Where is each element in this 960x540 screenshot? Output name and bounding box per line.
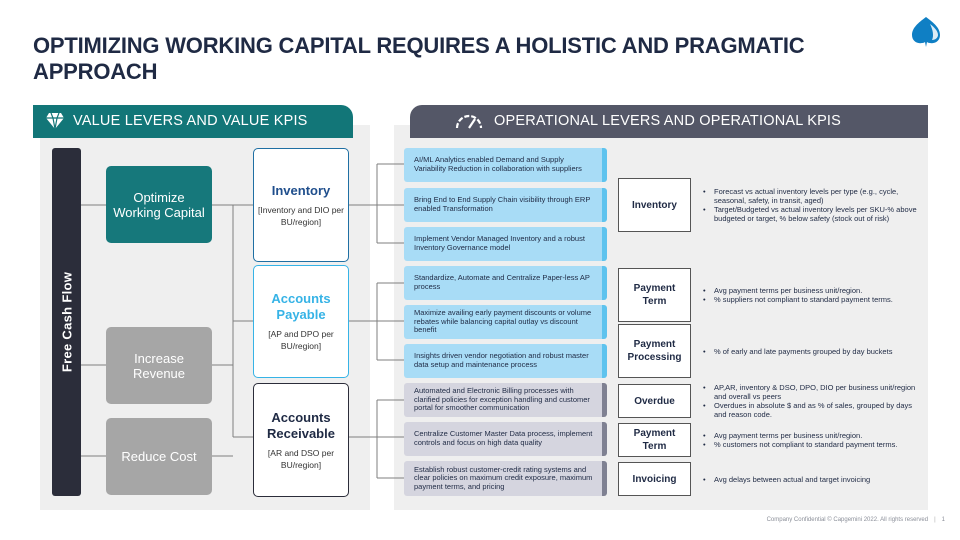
op-kpis-payment-processing: % of early and late payments grouped by … <box>700 324 922 378</box>
free-cash-flow-bar: Free Cash Flow <box>52 148 81 496</box>
kpi-bullet: Target/Budgeted vs actual inventory leve… <box>700 205 922 223</box>
op-kpis-inventory: Forecast vs actual inventory levels per … <box>700 178 922 232</box>
kpi-accounts-receivable-title: Accounts Receivable <box>267 409 335 441</box>
kpi-accounts-payable-subtitle: [AP and DPO per BU/region] <box>268 329 334 351</box>
op-lever-ap-process: Standardize, Automate and Centralize Pap… <box>404 266 607 300</box>
op-category-payment-term: Payment Term <box>618 268 691 322</box>
diamond-icon <box>45 112 65 135</box>
lever-optimize-working-capital: Optimize Working Capital <box>106 166 212 243</box>
op-lever-vendor-negotiation: Insights driven vendor negotiation and r… <box>404 344 607 378</box>
kpi-accounts-payable-title: Accounts Payable <box>271 291 331 322</box>
op-kpis-payment-term: Avg payment terms per business unit/regi… <box>700 268 922 322</box>
op-kpis-payment-term-receivable: Avg payment terms per business unit/regi… <box>700 423 922 457</box>
operational-levers-header: OPERATIONAL LEVERS AND OPERATIONAL KPIS <box>410 105 928 138</box>
op-lever-credit-rating: Establish robust customer-credit rating … <box>404 461 607 496</box>
footer-copyright: Company Confidential © Capgemini 2022. A… <box>766 517 929 523</box>
kpi-accounts-receivable: Accounts Receivable [AR and DSO per BU/r… <box>253 383 349 497</box>
kpi-bullet: AP,AR, inventory & DSO, DPO, DIO per bus… <box>700 383 922 401</box>
op-category-overdue: Overdue <box>618 384 691 418</box>
op-category-invoicing: Invoicing <box>618 462 691 496</box>
kpi-bullet: Avg delays between actual and target inv… <box>700 475 922 484</box>
kpi-inventory: Inventory [Inventory and DIO per BU/regi… <box>253 148 349 262</box>
kpi-bullet: Overdues in absolute $ and as % of sales… <box>700 401 922 419</box>
kpi-bullet: % customers not compliant to standard pa… <box>700 440 922 449</box>
op-category-inventory: Inventory <box>618 178 691 232</box>
op-category-payment-term-receivable: Payment Term <box>618 423 691 457</box>
lever-increase-revenue: Increase Revenue <box>106 327 212 404</box>
lever-reduce-cost: Reduce Cost <box>106 418 212 495</box>
op-lever-supply-chain-visibility: Bring End to End Supply Chain visibility… <box>404 188 607 222</box>
value-levers-header-label: VALUE LEVERS AND VALUE KPIS <box>73 113 308 129</box>
op-lever-early-payment: Maximize availing early payment discount… <box>404 305 607 339</box>
op-lever-demand-supply: AI/ML Analytics enabled Demand and Suppl… <box>404 148 607 182</box>
page-number: 1 <box>941 517 945 523</box>
kpi-bullet: Avg payment terms per business unit/regi… <box>700 431 922 440</box>
gauge-icon <box>454 111 484 136</box>
op-category-payment-processing: Payment Processing <box>618 324 691 378</box>
kpi-inventory-subtitle: [Inventory and DIO per BU/region] <box>258 204 344 227</box>
op-lever-electronic-billing: Automated and Electronic Billing process… <box>404 383 607 417</box>
kpi-accounts-receivable-subtitle: [AR and DSO per BU/region] <box>267 447 335 470</box>
kpi-inventory-title: Inventory <box>271 182 331 198</box>
kpi-accounts-payable: Accounts Payable [AP and DPO per BU/regi… <box>253 265 349 378</box>
free-cash-flow-label: Free Cash Flow <box>59 271 74 373</box>
kpi-bullet: Forecast vs actual inventory levels per … <box>700 187 922 205</box>
footer: Company Confidential © Capgemini 2022. A… <box>766 517 945 523</box>
page-title: OPTIMIZING WORKING CAPITAL REQUIRES A HO… <box>33 33 805 84</box>
op-kpis-invoicing: Avg delays between actual and target inv… <box>700 462 922 496</box>
op-lever-customer-master-data: Centralize Customer Master Data process,… <box>404 422 607 456</box>
operational-levers-header-label: OPERATIONAL LEVERS AND OPERATIONAL KPIS <box>494 113 842 129</box>
kpi-bullet: % suppliers not compliant to standard pa… <box>700 295 922 304</box>
kpi-bullet: Avg payment terms per business unit/regi… <box>700 286 922 295</box>
value-levers-header: VALUE LEVERS AND VALUE KPIS <box>33 105 353 138</box>
op-kpis-overdue: AP,AR, inventory & DSO, DPO, DIO per bus… <box>700 381 922 421</box>
op-lever-vendor-managed-inventory: Implement Vendor Managed Inventory and a… <box>404 227 607 261</box>
capgemini-logo-icon <box>908 14 944 50</box>
kpi-bullet: % of early and late payments grouped by … <box>700 347 922 356</box>
